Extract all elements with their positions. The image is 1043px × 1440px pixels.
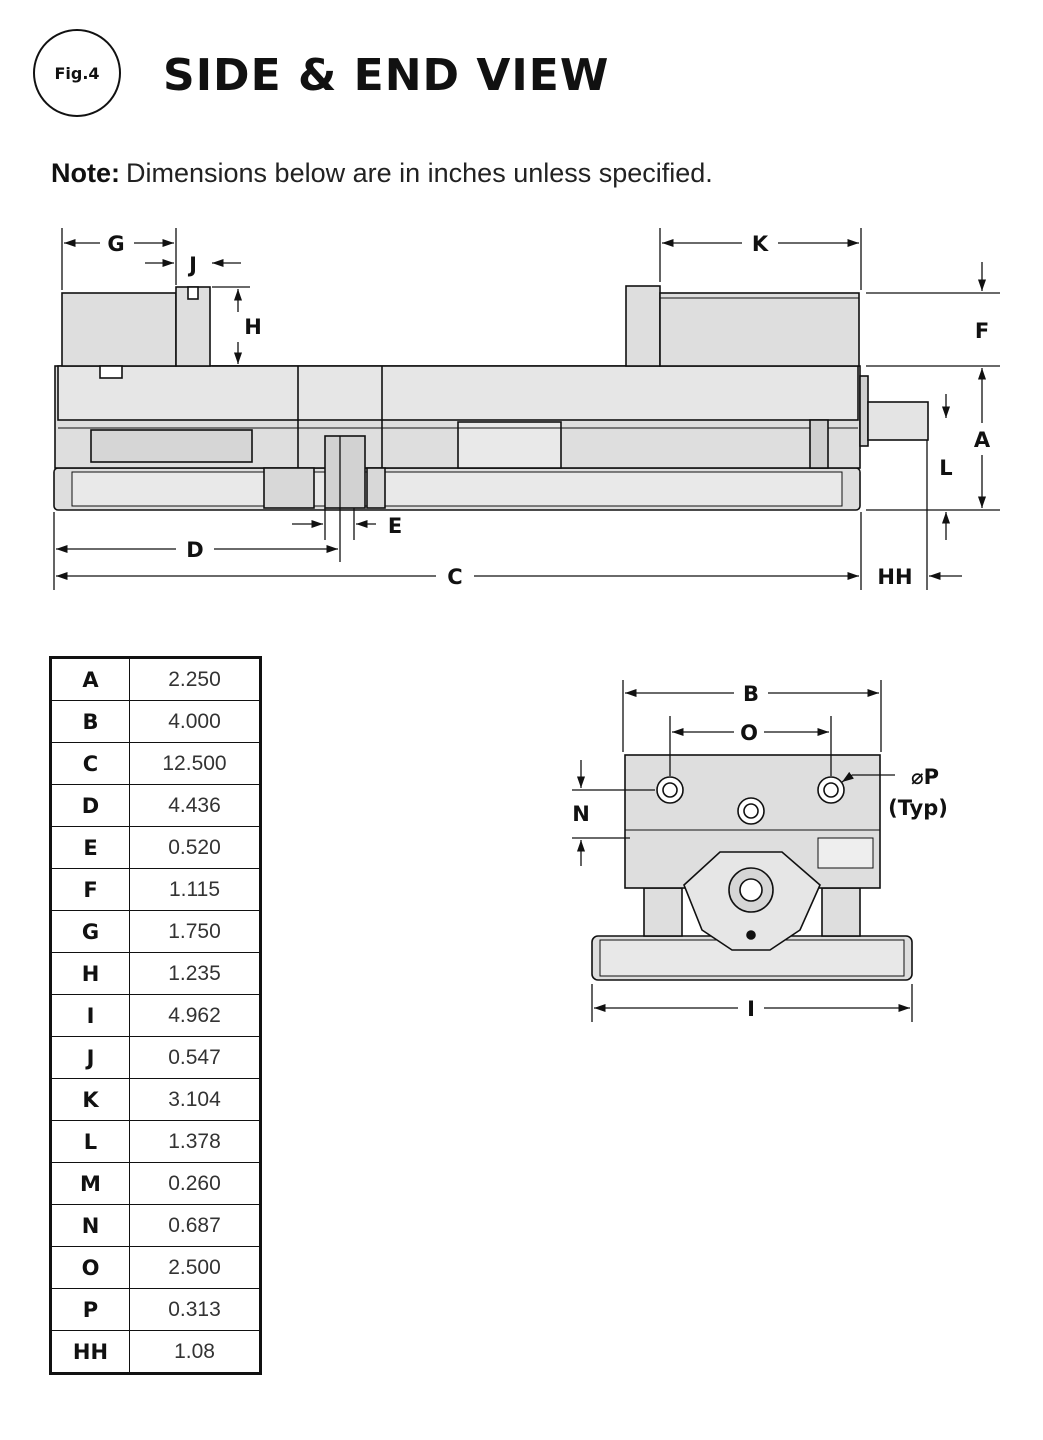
dimension-label: B xyxy=(50,700,130,743)
note: Note:Dimensions below are in inches unle… xyxy=(51,158,713,189)
side-view xyxy=(53,285,929,511)
dim-label-b: B xyxy=(743,682,759,706)
dim-label-p-note: (Typ) xyxy=(888,796,948,820)
dimension-value: 4.962 xyxy=(129,994,261,1037)
dim-label-h: H xyxy=(244,315,262,339)
dimension-label: N xyxy=(50,1204,130,1247)
dimension-label: K xyxy=(50,1078,130,1121)
dim-label-e: E xyxy=(388,514,402,538)
dimension-value: 0.313 xyxy=(129,1288,261,1331)
dim-label-hh: HH xyxy=(877,565,912,589)
dimension-value: 4.000 xyxy=(129,700,261,743)
dimension-value: 0.687 xyxy=(129,1204,261,1247)
dimension-value: 1.750 xyxy=(129,910,261,953)
dimension-lines xyxy=(53,228,1000,1022)
dim-label-k: K xyxy=(752,232,769,256)
note-label: Note: xyxy=(51,158,120,188)
dimension-label: M xyxy=(50,1162,130,1205)
dim-label-j: J xyxy=(187,253,197,277)
dim-label-c: C xyxy=(447,565,462,589)
dimension-label: H xyxy=(50,952,130,995)
dimension-value: 3.104 xyxy=(129,1078,261,1121)
dimension-value: 0.260 xyxy=(129,1162,261,1205)
dim-label-o: O xyxy=(740,721,758,745)
dim-label-n: N xyxy=(572,802,590,826)
dimension-label: J xyxy=(50,1036,130,1079)
dimension-value: 12.500 xyxy=(129,742,261,785)
dimension-label: C xyxy=(50,742,130,785)
dim-label-p: ⌀P xyxy=(911,765,939,789)
dimension-value: 1.378 xyxy=(129,1120,261,1163)
dim-label-g: G xyxy=(107,232,124,256)
dimension-label: F xyxy=(50,868,130,911)
dimension-label: P xyxy=(50,1288,130,1331)
page-title: SIDE & END VIEW xyxy=(163,50,610,101)
dim-label-l: L xyxy=(939,456,952,480)
note-text: Dimensions below are in inches unless sp… xyxy=(126,158,713,188)
dimension-label: A xyxy=(50,657,130,701)
dimension-value: 0.520 xyxy=(129,826,261,869)
dimension-value: 4.436 xyxy=(129,784,261,827)
dimension-label: G xyxy=(50,910,130,953)
dimension-label: O xyxy=(50,1246,130,1289)
dimension-value: 2.250 xyxy=(129,657,261,701)
dimension-label: D xyxy=(50,784,130,827)
dimension-value: 0.547 xyxy=(129,1036,261,1079)
dim-label-a: A xyxy=(974,428,991,452)
dimension-value: 1.235 xyxy=(129,952,261,995)
dimension-label: L xyxy=(50,1120,130,1163)
dim-label-d: D xyxy=(186,538,203,562)
dim-label-f: F xyxy=(975,319,989,343)
dimension-label: I xyxy=(50,994,130,1037)
dim-label-i: I xyxy=(747,997,755,1021)
dimension-label: E xyxy=(50,826,130,869)
end-view xyxy=(591,754,913,981)
dimension-value: 1.115 xyxy=(129,868,261,911)
dimension-value: 2.500 xyxy=(129,1246,261,1289)
figure-label: Fig.4 xyxy=(33,29,121,117)
dimension-value: 1.08 xyxy=(129,1330,261,1374)
dimension-label: HH xyxy=(50,1330,130,1374)
